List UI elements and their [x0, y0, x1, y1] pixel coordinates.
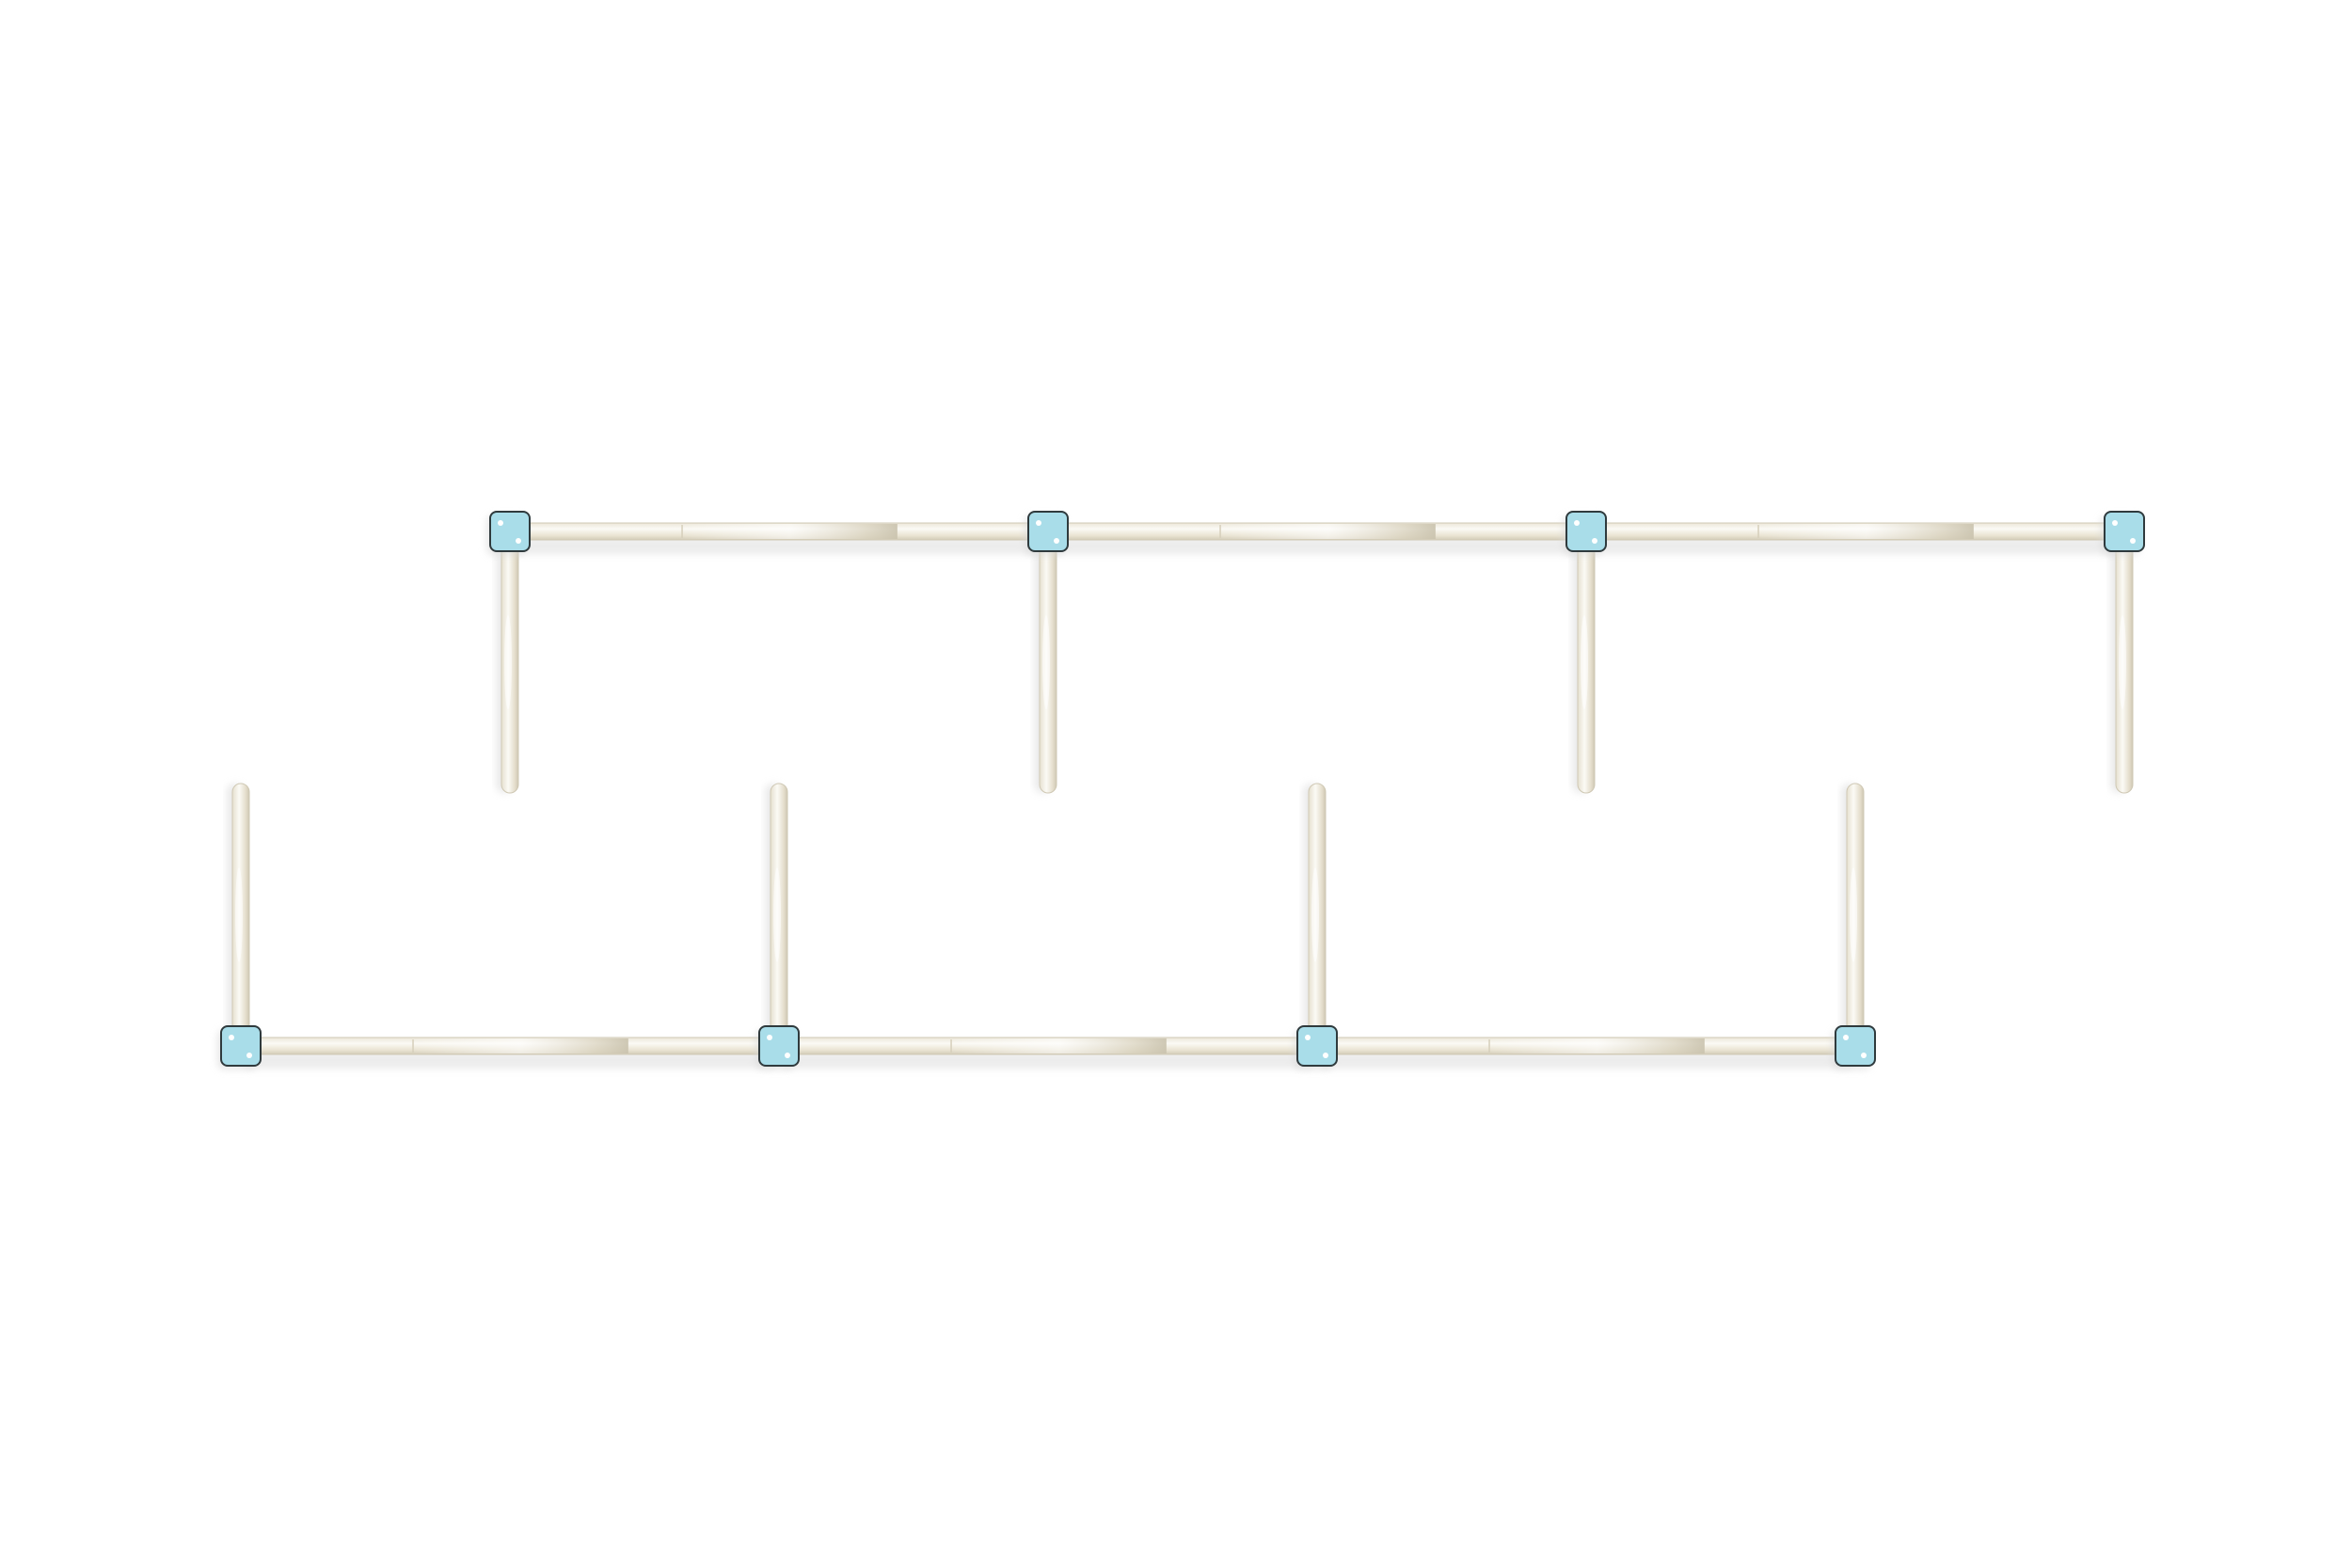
- upper-post-4: [2115, 531, 2134, 794]
- lower-post-2: [770, 783, 788, 1047]
- square-corner-connector-icon: [1565, 511, 1607, 552]
- screw-icon: [2130, 538, 2136, 544]
- screw-icon: [1305, 1035, 1311, 1040]
- lower-rail-1-sleeve: [413, 1038, 628, 1053]
- square-corner-connector-icon: [1296, 1025, 1338, 1067]
- screw-icon: [1054, 538, 1059, 544]
- screw-icon: [1592, 538, 1597, 544]
- square-corner-connector-icon: [758, 1025, 800, 1067]
- lower-connector-3: [1294, 1025, 1338, 1069]
- lower-connector-1: [217, 1025, 262, 1069]
- square-corner-connector-icon: [2104, 511, 2145, 552]
- lower-rail-2: [778, 1037, 1318, 1055]
- screw-icon: [246, 1053, 252, 1058]
- lower-connector-2: [755, 1025, 800, 1069]
- lower-post-4: [1846, 783, 1865, 1047]
- square-corner-connector-icon: [489, 511, 531, 552]
- upper-connector-1: [486, 511, 531, 555]
- screw-icon: [2112, 520, 2118, 526]
- upper-rail-2: [1047, 522, 1587, 541]
- upper-rail-3-sleeve: [1758, 524, 1974, 539]
- screw-icon: [229, 1035, 234, 1040]
- screw-icon: [785, 1053, 790, 1058]
- upper-rail-2-sleeve: [1220, 524, 1436, 539]
- upper-post-3: [1577, 531, 1596, 794]
- screw-icon: [1036, 520, 1041, 526]
- screw-icon: [516, 538, 521, 544]
- screw-icon: [1574, 520, 1580, 526]
- upper-post-1: [501, 531, 519, 794]
- screw-icon: [1323, 1053, 1328, 1058]
- upper-rail-3: [1585, 522, 2125, 541]
- lower-post-3: [1308, 783, 1327, 1047]
- screw-icon: [498, 520, 503, 526]
- upper-connector-3: [1563, 511, 1607, 555]
- lower-rail-2-sleeve: [951, 1038, 1167, 1053]
- screw-icon: [1861, 1053, 1867, 1058]
- square-corner-connector-icon: [1027, 511, 1069, 552]
- screw-icon: [767, 1035, 772, 1040]
- square-corner-connector-icon: [220, 1025, 262, 1067]
- upper-connector-4: [2101, 511, 2145, 555]
- upper-rail-1-sleeve: [682, 524, 898, 539]
- lower-rail-3: [1316, 1037, 1856, 1055]
- screw-icon: [1843, 1035, 1849, 1040]
- upper-post-2: [1039, 531, 1057, 794]
- lower-post-1: [231, 783, 250, 1047]
- upper-rail-1: [509, 522, 1049, 541]
- square-corner-connector-icon: [1835, 1025, 1876, 1067]
- lower-rail-3-sleeve: [1489, 1038, 1705, 1053]
- upper-connector-2: [1025, 511, 1069, 555]
- lower-rail-1: [240, 1037, 780, 1055]
- lower-connector-4: [1832, 1025, 1876, 1069]
